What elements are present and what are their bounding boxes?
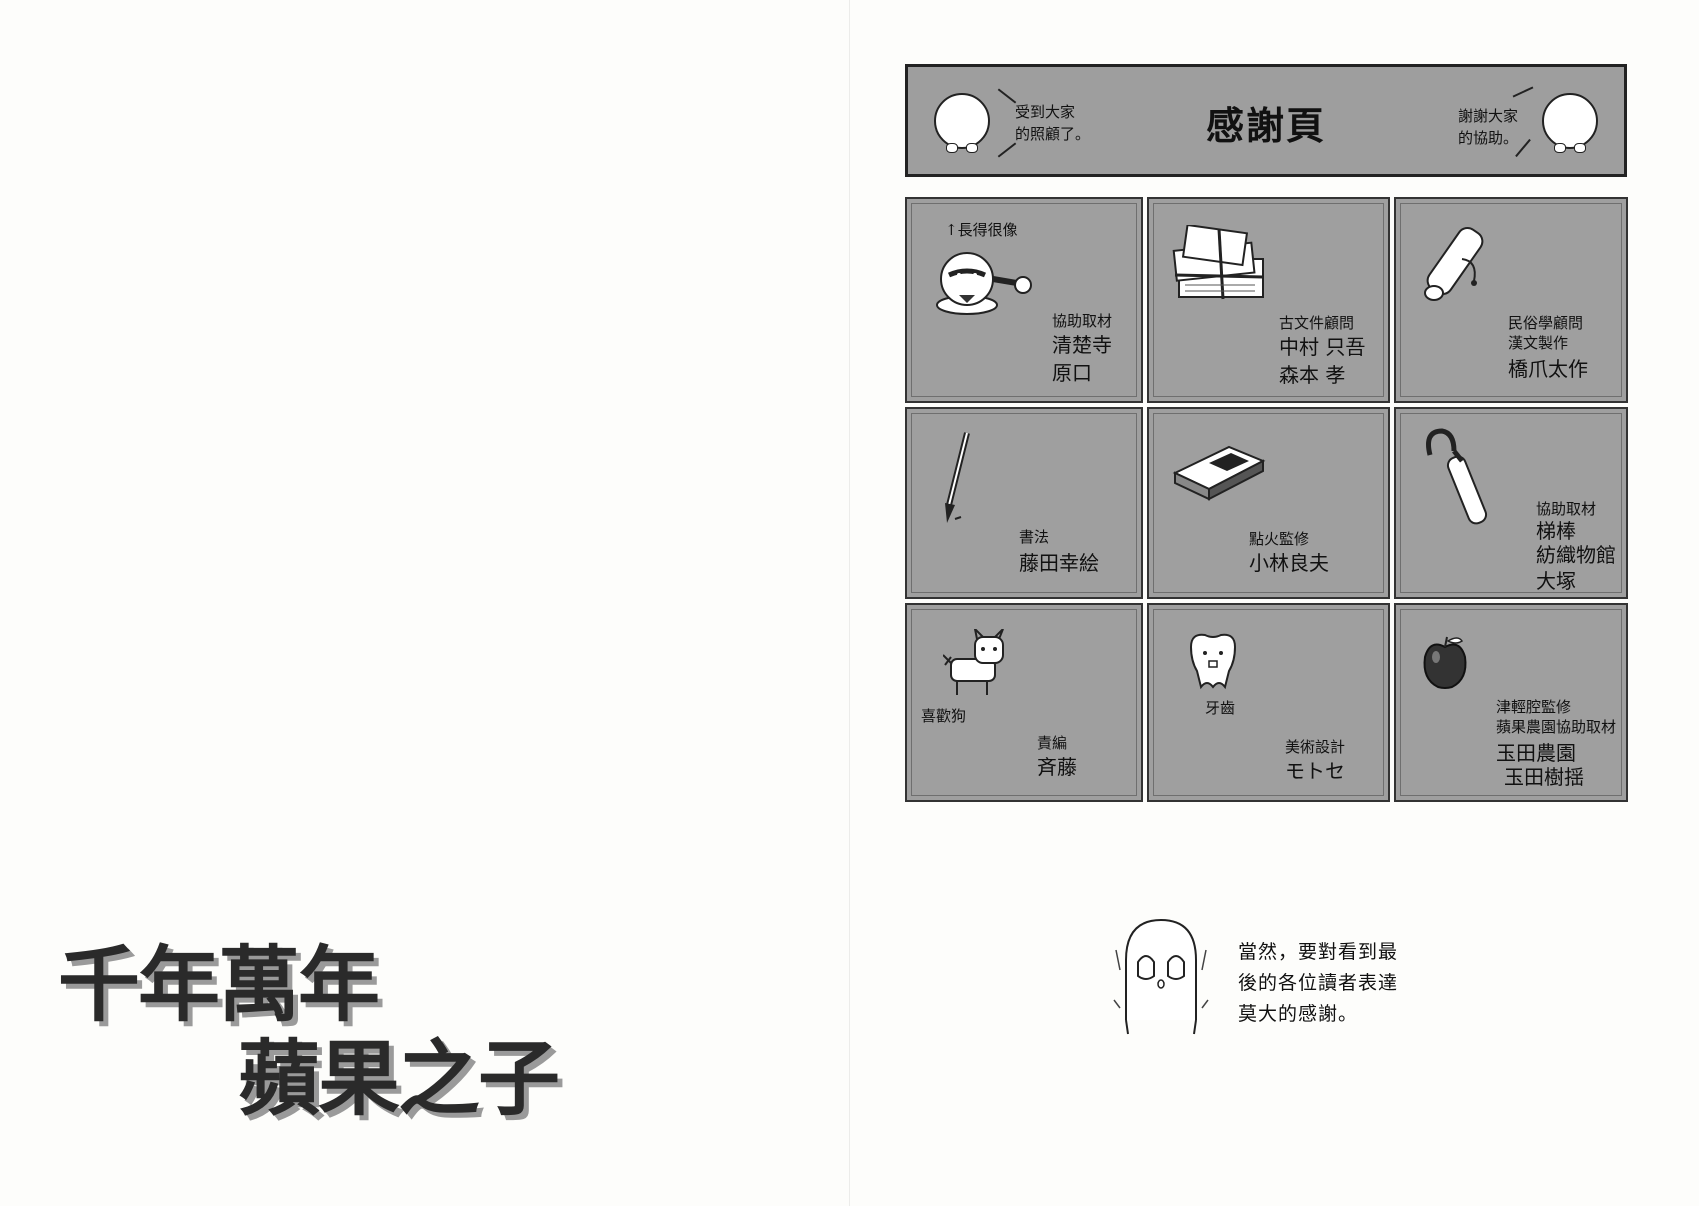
document-bundle-icon <box>1172 225 1264 300</box>
crying-character-icon <box>1113 918 1209 1035</box>
book-title-line-1: 千年萬年 <box>58 938 380 1033</box>
credit-cell-fire-supervision: 點火監修 小林良夫 <box>1147 407 1390 599</box>
left-speech: 受到大家 的照顧了。 <box>1015 101 1090 145</box>
hook-cane-icon <box>1426 428 1488 525</box>
left-speech-line: 的照顧了。 <box>1015 125 1091 143</box>
credit-name: モトセ <box>1285 759 1345 783</box>
closing-message: 當然，要對看到最 後的各位讀者表達 莫大的感謝。 <box>1238 937 1428 1030</box>
credit-role: 點火監修 <box>1249 530 1310 548</box>
credit-cell-apple-farm: 津輕腔監修 蘋果農園協助取材 玉田農園 玉田樹揺 <box>1394 603 1628 802</box>
page-title: 感謝頁 <box>1205 104 1326 148</box>
round-character-left-icon <box>934 93 990 153</box>
credit-name: 小林良夫 <box>1249 551 1329 575</box>
credit-name: 梯棒 <box>1536 519 1576 543</box>
matchbox-icon <box>1172 445 1266 501</box>
credit-role: 書法 <box>1019 528 1050 546</box>
credit-name: 藤田幸絵 <box>1019 551 1099 575</box>
credit-cell-editor: 喜歡狗 責編 斉藤 <box>905 603 1143 802</box>
credit-name: 紡織物館 <box>1536 543 1616 567</box>
credit-cell-calligraphy: 書法 藤田幸絵 <box>905 407 1143 599</box>
closing-line: 當然，要對看到最 <box>1238 941 1399 963</box>
dog-note: 喜歡狗 <box>921 707 967 725</box>
credit-role: 協助取材 <box>1536 500 1597 518</box>
credit-cell-folklore-advisor: 民俗學顧問 漢文製作 橋爪太作 <box>1394 197 1628 403</box>
credit-role: 古文件顧問 <box>1279 314 1355 332</box>
doll-note: ↑長得很像 <box>945 221 1018 239</box>
credit-role: 漢文製作 <box>1508 334 1569 352</box>
right-speech-line: 的協助。 <box>1457 129 1518 147</box>
closing-line: 後的各位讀者表達 <box>1238 972 1399 994</box>
tooth-icon <box>1189 633 1237 690</box>
credit-name: 玉田農園 <box>1496 741 1576 765</box>
credit-cell-art-design: 牙齒 美術設計 モトセ <box>1147 603 1390 802</box>
left-speech-line: 受到大家 <box>1015 103 1076 121</box>
scroll-icon <box>1424 226 1484 301</box>
credit-name: 中村 只吾 <box>1279 335 1366 359</box>
book-title-line-2: 蘋果之子 <box>238 1032 560 1127</box>
credit-name: 清楚寺 <box>1052 333 1112 357</box>
credit-role: 民俗學顧問 <box>1508 314 1584 332</box>
credit-cell-textile-museum: 協助取材 梯棒 紡織物館 大塚 <box>1394 407 1628 599</box>
credit-name: 原口 <box>1052 361 1092 385</box>
doll-icon <box>936 252 1032 315</box>
credit-name: 斉藤 <box>1037 755 1077 779</box>
dog-icon <box>943 629 1004 695</box>
apple-icon <box>1423 636 1467 689</box>
credit-role: 協助取材 <box>1052 312 1113 330</box>
credit-role: 美術設計 <box>1285 738 1346 756</box>
round-character-right-icon <box>1542 93 1598 153</box>
credit-name: 大塚 <box>1536 569 1576 593</box>
credit-cell-document-advisors: 古文件顧問 中村 只吾 森本 孝 <box>1147 197 1390 403</box>
credit-cell-research-temple: ↑長得很像 協助取材 清楚寺 原口 <box>905 197 1143 403</box>
page-gutter <box>849 0 850 1206</box>
credit-name: 森本 孝 <box>1279 363 1346 387</box>
credit-role: 津輕腔監修 <box>1496 698 1572 716</box>
credit-role: 責編 <box>1037 734 1068 752</box>
closing-line: 莫大的感謝。 <box>1238 1003 1359 1025</box>
thanks-header: 受到大家 的照顧了。 感謝頁 謝謝大家 的協助。 <box>905 64 1627 177</box>
tooth-note: 牙齒 <box>1205 699 1236 717</box>
credit-name: 橋爪太作 <box>1508 357 1588 381</box>
right-speech: 謝謝大家 的協助。 <box>1458 105 1518 149</box>
credit-name: 玉田樹揺 <box>1504 765 1584 789</box>
right-speech-line: 謝謝大家 <box>1457 107 1518 125</box>
brush-icon <box>945 432 970 523</box>
credit-role: 蘋果農園協助取材 <box>1496 718 1617 736</box>
